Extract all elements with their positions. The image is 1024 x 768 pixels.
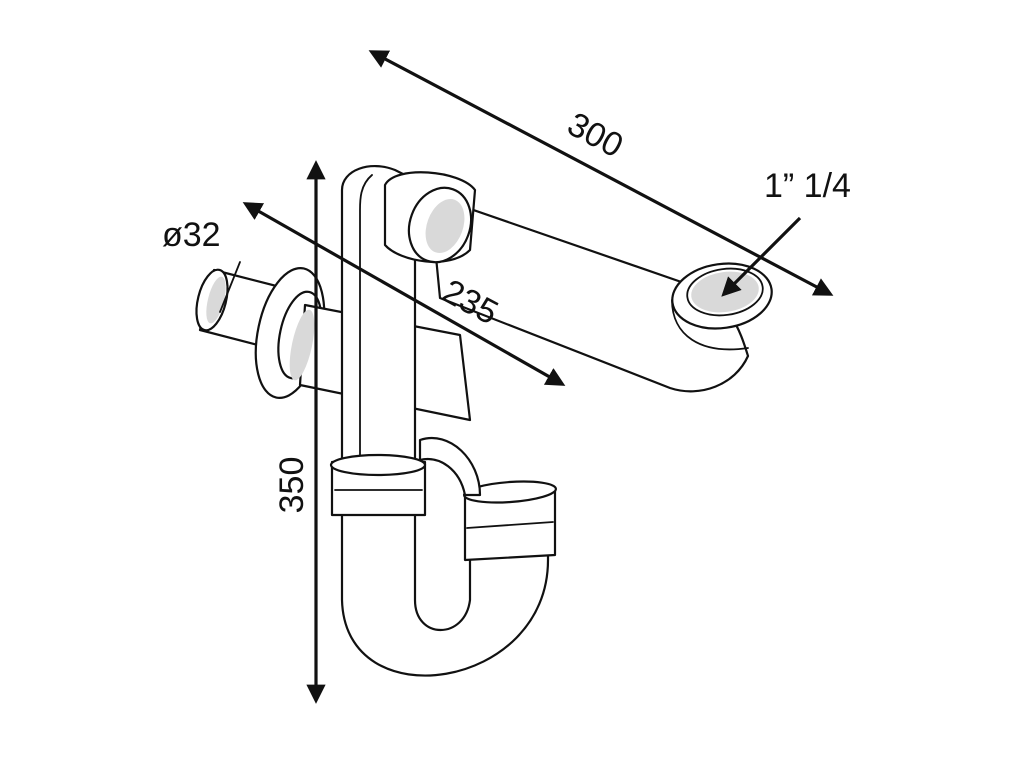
label-diameter: ø32 xyxy=(162,216,221,254)
u-trap xyxy=(329,437,557,677)
dimension-arrows xyxy=(219,50,834,704)
arrow-300 xyxy=(368,50,834,296)
label-350: 350 xyxy=(273,457,311,514)
arrow-diameter xyxy=(219,261,241,313)
wall-outlet-pipe xyxy=(195,267,472,422)
arrow-thread xyxy=(721,216,802,297)
arrow-235 xyxy=(242,202,566,386)
label-thread: 1” 1/4 xyxy=(764,167,851,205)
